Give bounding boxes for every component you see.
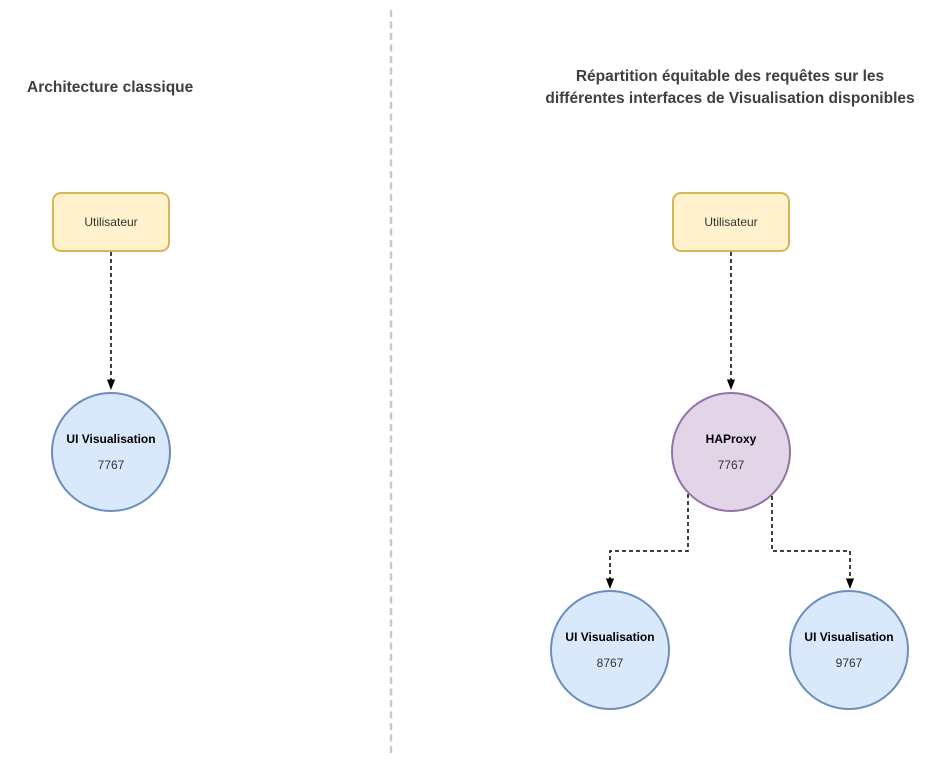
ui-visualisation-node-8767: UI Visualisation 8767 — [550, 590, 670, 710]
arrow-haproxy-to-ui-9767 — [771, 496, 855, 589]
haproxy-node: HAProxy 7767 — [671, 392, 791, 512]
arrow-user-to-ui-7767 — [106, 252, 116, 390]
right-panel-title-line1: Répartition équitable des requêtes sur l… — [575, 68, 885, 85]
ui-node-title: UI Visualisation — [66, 432, 156, 446]
user-node-left: Utilisateur — [52, 192, 170, 252]
ui-node-title: UI Visualisation — [565, 630, 655, 644]
arrowhead-icon — [726, 379, 736, 390]
arrowhead-icon — [605, 578, 615, 589]
haproxy-node-port: 7767 — [717, 458, 745, 472]
right-panel-title-line2: différentes interfaces de Visualisation … — [545, 90, 915, 107]
user-node-right: Utilisateur — [672, 192, 790, 252]
arrowhead-icon — [106, 379, 116, 390]
ui-node-title: UI Visualisation — [804, 630, 894, 644]
arrow-user-to-haproxy — [726, 252, 736, 390]
ui-visualisation-node-9767: UI Visualisation 9767 — [789, 590, 909, 710]
ui-node-port: 7767 — [97, 458, 125, 472]
user-node-label: Utilisateur — [704, 215, 758, 229]
ui-node-port: 9767 — [835, 656, 863, 670]
arrow-haproxy-to-ui-8767 — [605, 494, 689, 589]
haproxy-node-title: HAProxy — [705, 432, 757, 446]
user-node-label: Utilisateur — [84, 215, 138, 229]
right-panel-title: Répartition équitable des requêtes sur l… — [480, 66, 941, 110]
ui-node-port: 8767 — [596, 656, 624, 670]
left-panel-title: Architecture classique — [27, 79, 194, 96]
arrowhead-icon — [845, 578, 855, 589]
ui-visualisation-node-7767: UI Visualisation 7767 — [51, 392, 171, 512]
